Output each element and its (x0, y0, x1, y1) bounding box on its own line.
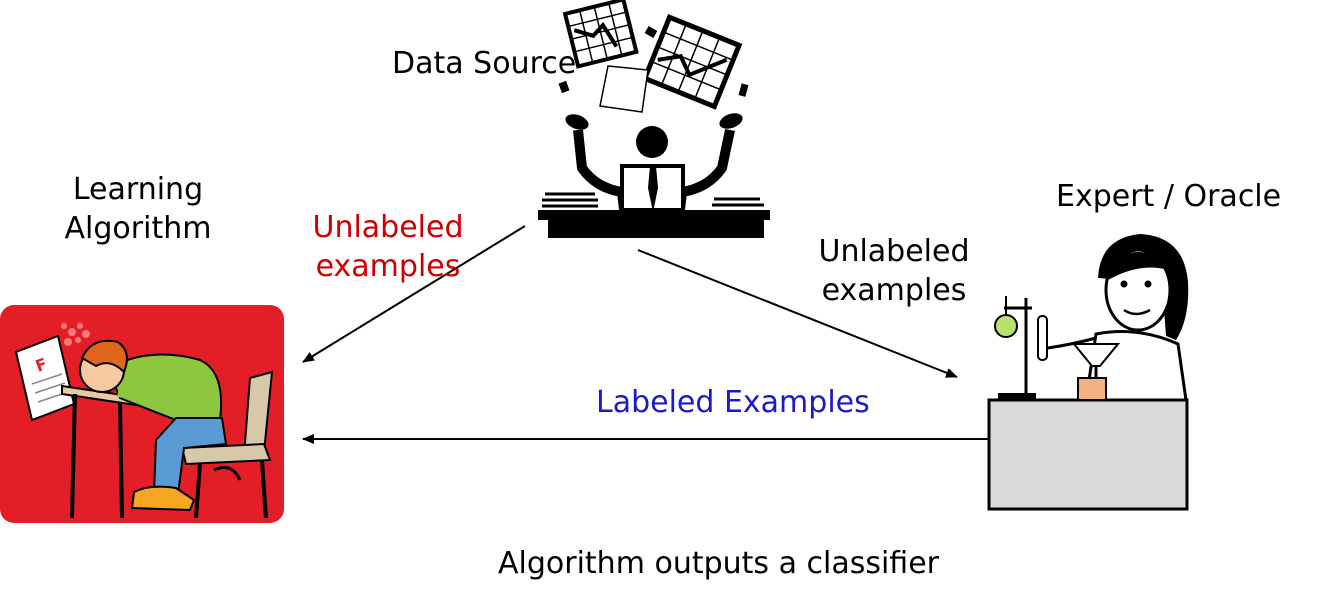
data-source-icon (538, 0, 770, 238)
expert-oracle-label: Expert / Oracle (1056, 179, 1282, 214)
arrow-source-to-oracle (637, 249, 958, 378)
unlabeled-examples-right-line2: examples (821, 273, 967, 308)
data-source-label: Data Source (392, 46, 577, 81)
classifier-output-label: Algorithm outputs a classifier (498, 546, 939, 581)
unlabeled-examples-left-line2: examples (315, 249, 461, 284)
learner-icon: F (0, 305, 284, 523)
learning-algorithm-label-line1: Learning (72, 172, 204, 207)
labeled-examples-label: Labeled Examples (596, 385, 870, 420)
oracle-icon (987, 234, 1189, 511)
unlabeled-examples-left-line1: Unlabeled (312, 210, 464, 245)
learning-algorithm-label-line2: Algorithm (64, 211, 212, 246)
unlabeled-examples-right-line1: Unlabeled (818, 234, 970, 269)
arrow-source-to-learner (302, 225, 526, 363)
